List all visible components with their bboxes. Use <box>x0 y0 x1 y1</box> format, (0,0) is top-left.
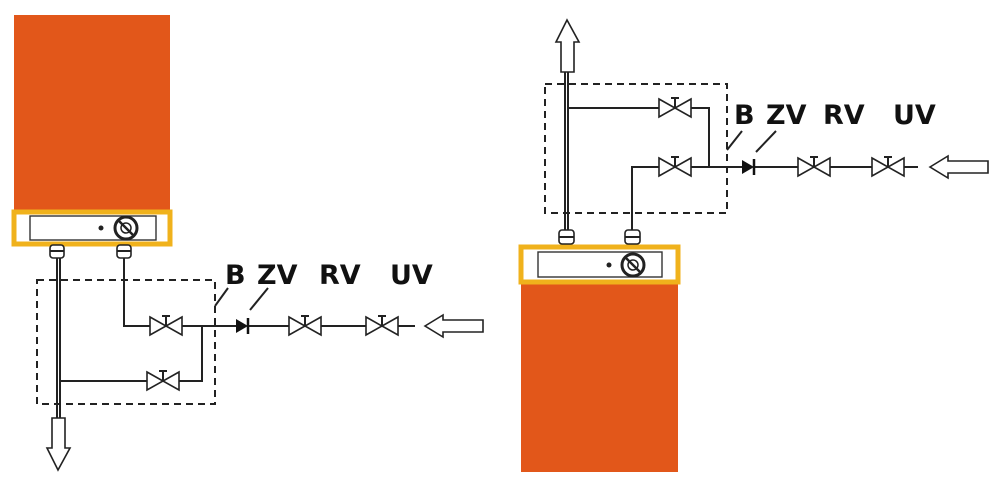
right-temperature-knob-icon <box>620 252 646 278</box>
left-bypass-valve-icon <box>146 370 180 391</box>
right-shutoff-valve-icon <box>658 156 692 177</box>
left-heater-tank <box>14 15 170 213</box>
left-uv-valve-icon <box>365 315 399 336</box>
left-label-zv: ZV <box>257 260 298 291</box>
right-label-zv: ZV <box>766 100 807 131</box>
left-inflow-arrow-icon <box>423 313 484 339</box>
left-pipe-connectors <box>49 244 132 259</box>
right-rv-valve-icon <box>797 156 831 177</box>
right-uv-valve-icon <box>871 156 905 177</box>
left-label-b: B <box>225 260 246 291</box>
left-control-panel <box>11 209 173 247</box>
right-safety-group-box <box>544 83 728 214</box>
right-label-b: B <box>734 100 755 131</box>
right-heater-tank <box>521 282 678 472</box>
right-installation: B ZV RV UV <box>518 18 989 472</box>
right-outflow-arrow-icon <box>554 18 581 73</box>
left-installation: B ZV RV UV <box>11 15 484 472</box>
right-pipework <box>564 72 918 230</box>
left-outflow-arrow-icon <box>45 417 72 472</box>
right-bypass-valve-icon <box>658 97 692 118</box>
left-shutoff-valve-icon <box>149 315 183 336</box>
left-rv-valve-icon <box>288 315 322 336</box>
left-safety-group-box <box>36 279 216 405</box>
right-inflow-arrow-icon <box>928 154 989 180</box>
right-pipe-connectors <box>558 229 641 245</box>
right-label-uv: UV <box>893 100 936 131</box>
left-temperature-knob-icon <box>113 215 139 241</box>
right-label-rv: RV <box>823 100 865 131</box>
left-label-uv: UV <box>390 260 433 291</box>
left-label-rv: RV <box>319 260 361 291</box>
left-check-valve-icon <box>236 318 250 334</box>
right-check-valve-icon <box>742 159 756 175</box>
right-control-panel <box>518 244 681 285</box>
